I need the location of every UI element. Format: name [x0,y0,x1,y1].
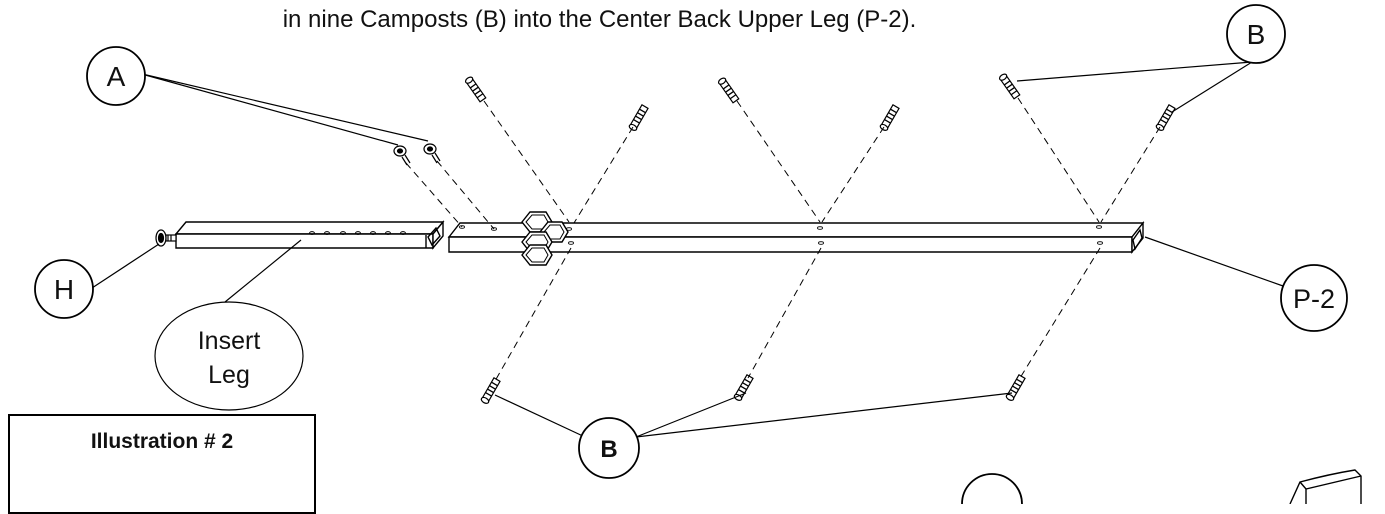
upper-leg-tube-p2 [447,220,1145,255]
callout-b-bottom-label: B [600,436,617,463]
instruction-caption: in nine Camposts (B) into the Center Bac… [0,6,1385,34]
callout-b-top-label: B [1247,19,1266,50]
callout-h: H [34,259,94,319]
assembly-dash-line [494,247,572,382]
screw-a-1 [393,145,411,166]
insert-leg-tube [174,220,445,250]
assembly-dash-line [747,247,822,379]
screw-a-2 [423,143,441,164]
partial-callout-bottom [961,473,1023,504]
callout-p2-label: P-2 [1293,284,1335,314]
callout-p2: P-2 [1280,264,1348,332]
assembly-dash-lines [405,97,1161,382]
end-cap-h [155,229,177,247]
leader-lines [91,61,1284,438]
campost-b [717,77,740,104]
hex-bracket-cluster [521,211,569,266]
assembly-dash-line [1100,126,1161,223]
campost-b [1005,374,1026,401]
upper-leg-holes [458,225,1104,245]
callout-a: A [86,46,146,106]
campost-b [879,104,900,131]
campost-b [480,377,501,404]
assembly-dash-line [573,126,634,224]
insert-leg-holes [309,231,406,235]
campost-b [1155,104,1176,131]
illustration-label: Illustration # 2 [90,430,234,453]
insert-leg-label-line1: Insert [198,327,261,355]
callout-b-top: B [1226,4,1286,64]
camposts-group [464,73,1176,404]
callout-insert-leg: Insert Leg [154,301,304,411]
assembly-dash-line [821,126,885,223]
assembly-dash-line [436,160,495,230]
illustration-label-box: Illustration # 2 [8,414,316,514]
assembly-dash-line [1019,247,1101,379]
assembly-dash-line [405,162,463,228]
assembly-dash-line [736,100,821,223]
caption-text: in nine Camposts (B) into the Center Bac… [282,6,917,33]
callout-a-label: A [107,61,126,92]
partial-part-bottom-right [1289,469,1362,504]
campost-b [464,76,487,103]
callout-h-label: H [54,274,74,305]
assembly-dash-line [483,100,570,223]
campost-b [998,73,1021,100]
assembly-dash-line [1017,97,1100,223]
campost-b [628,104,649,131]
callout-b-bottom: B [578,417,640,479]
insert-leg-label-line2: Leg [208,361,250,389]
